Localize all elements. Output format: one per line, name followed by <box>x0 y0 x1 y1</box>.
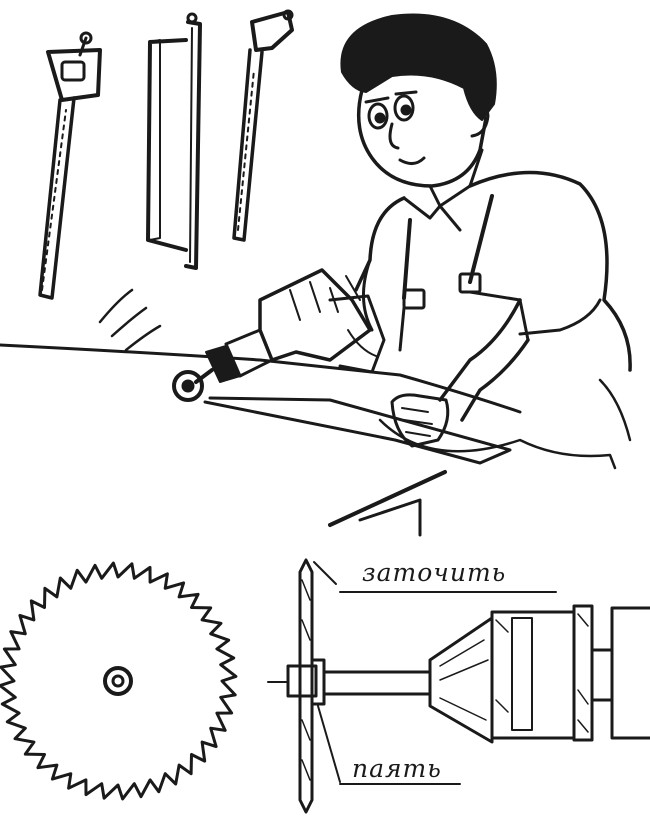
hacksaw-icon <box>146 12 202 270</box>
workbench <box>0 343 617 537</box>
blade-mount-diagram <box>267 558 650 814</box>
sharpen-label: заточить <box>362 558 507 587</box>
circular-saw-blade-icon <box>0 561 238 801</box>
handsaw-icon <box>38 31 102 300</box>
electric-drill-icon <box>194 268 386 384</box>
solder-label: паять <box>352 754 442 783</box>
spinning-saw-blade-icon <box>98 288 204 402</box>
saw-blade-teeth <box>0 561 238 801</box>
keyhole-saw-icon <box>232 9 294 242</box>
worker-figure <box>340 13 632 448</box>
